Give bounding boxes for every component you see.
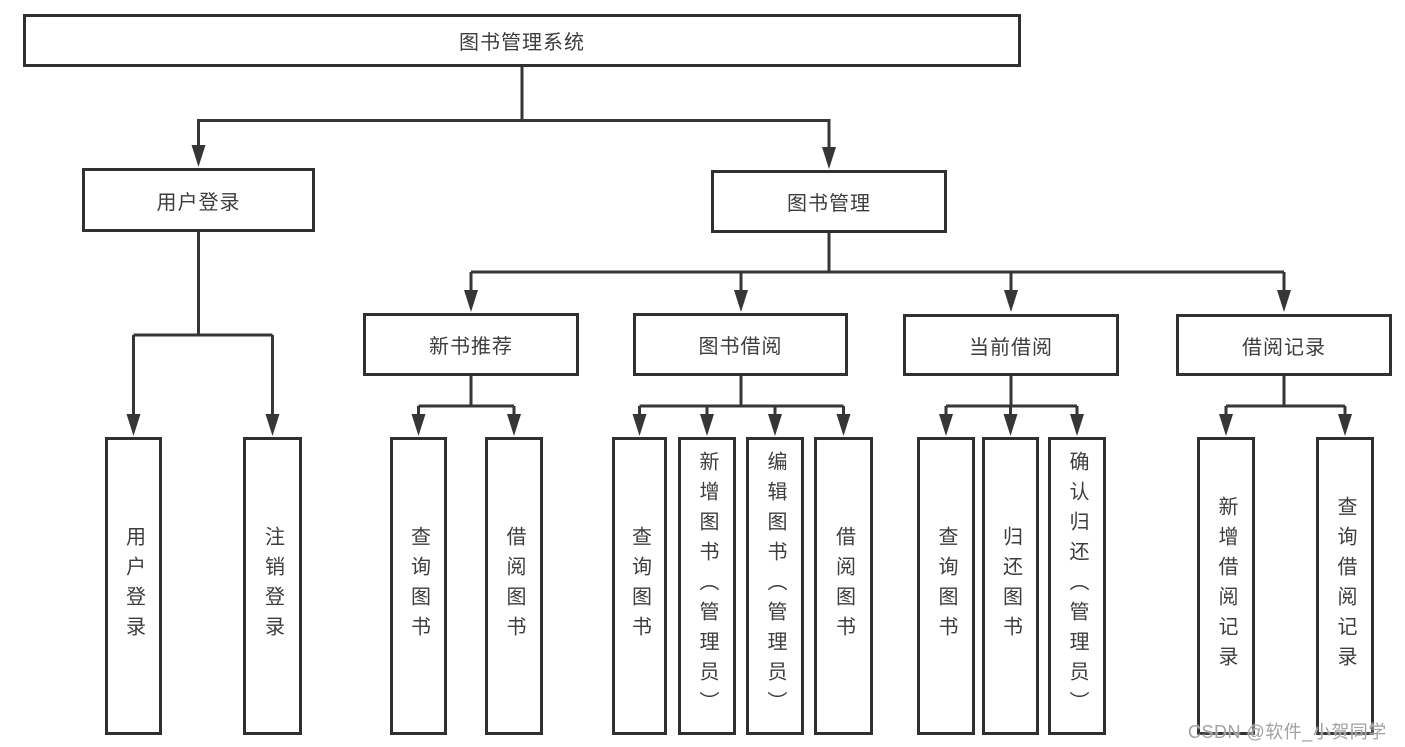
node-borrow-records: 借阅记录 [1176,314,1392,376]
leaf-confirm-return-admin: 确认归还（管理员） [1048,437,1106,735]
leaf-query-books-3-label: 查询图书 [935,526,957,646]
leaf-logout: 注销登录 [243,437,302,735]
leaf-borrow-books-1-label: 借阅图书 [503,526,525,646]
leaf-add-books-admin-label: 新增图书（管理员） [696,451,718,721]
node-user-login-group-label: 用户登录 [156,191,241,214]
node-user-login-group: 用户登录 [82,168,315,232]
node-book-management-group-label: 图书管理 [787,193,871,215]
node-borrow-records-label: 借阅记录 [1242,336,1326,359]
leaf-query-books-1: 查询图书 [390,437,447,735]
leaf-query-books-2: 查询图书 [612,437,667,735]
leaf-user-login-label: 用户登录 [122,526,145,646]
leaf-user-login: 用户登录 [105,437,162,735]
leaf-query-books-1-label: 查询图书 [407,526,430,646]
node-root: 图书管理系统 [23,14,1021,67]
node-book-management-group: 图书管理 [711,170,947,233]
leaf-add-books-admin: 新增图书（管理员） [678,437,736,735]
leaf-add-borrow-record-label: 新增借阅记录 [1215,496,1237,676]
node-current-borrow-label: 当前借阅 [969,336,1053,359]
node-current-borrow: 当前借阅 [903,314,1119,376]
node-root-label: 图书管理系统 [459,32,585,54]
leaf-return-books-label: 归还图书 [999,526,1022,646]
leaf-query-books-2-label: 查询图书 [628,526,651,646]
leaf-add-borrow-record: 新增借阅记录 [1197,437,1255,735]
leaf-query-books-3: 查询图书 [917,437,975,735]
leaf-query-borrow-record-label: 查询借阅记录 [1334,496,1356,676]
leaf-confirm-return-admin-label: 确认归还（管理员） [1066,451,1088,721]
leaf-borrow-books-2-label: 借阅图书 [832,526,855,646]
leaf-query-borrow-record: 查询借阅记录 [1316,437,1374,735]
node-book-borrow: 图书借阅 [633,313,848,376]
node-new-book-recommend: 新书推荐 [363,313,579,376]
leaf-return-books: 归还图书 [982,437,1039,735]
leaf-borrow-books-1: 借阅图书 [485,437,543,735]
leaf-edit-books-admin-label: 编辑图书（管理员） [764,451,786,721]
node-new-book-recommend-label: 新书推荐 [429,336,513,358]
csdn-watermark: CSDN @软件_小贺同学 [1188,722,1387,742]
leaf-logout-label: 注销登录 [261,526,284,646]
node-book-borrow-label: 图书借阅 [698,336,783,358]
leaf-edit-books-admin: 编辑图书（管理员） [746,437,804,735]
leaf-borrow-books-2: 借阅图书 [814,437,873,735]
